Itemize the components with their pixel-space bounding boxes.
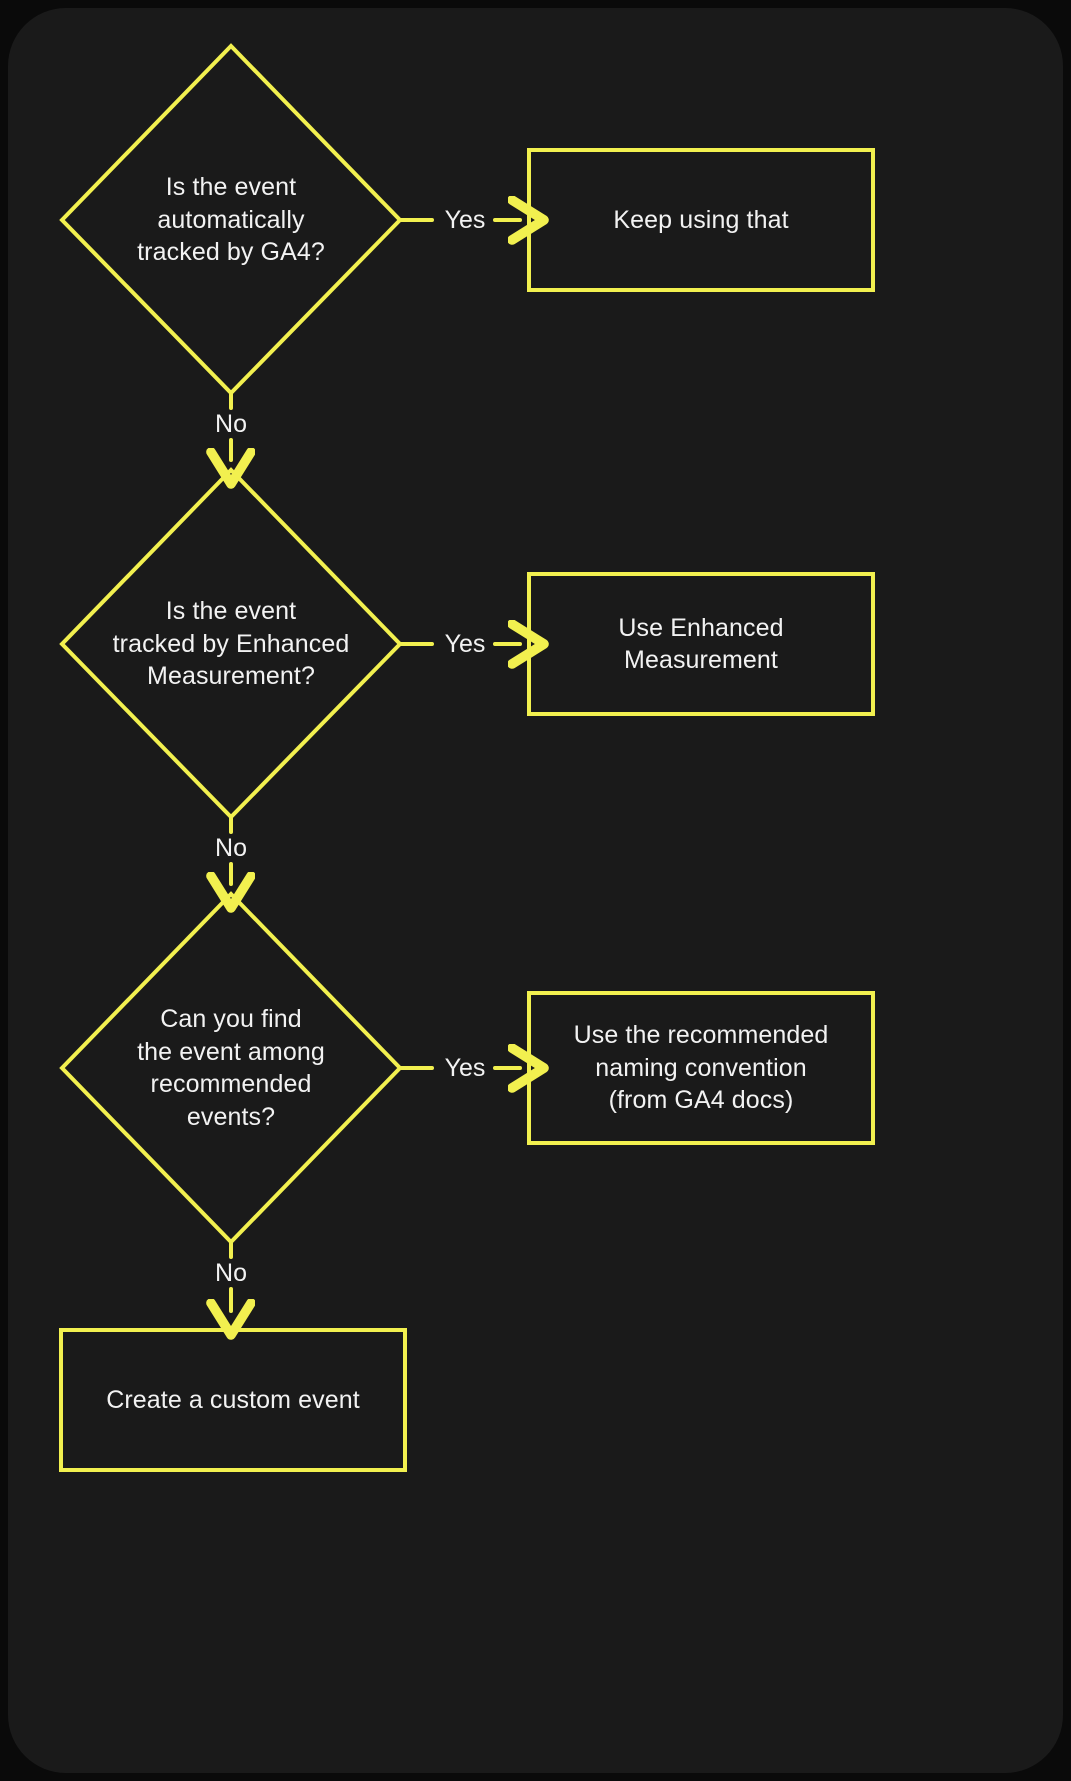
edge-no-1-label: No [215, 410, 247, 438]
edge-no-3-label: No [215, 1259, 247, 1287]
outcome-recommended-naming-shape[interactable] [527, 991, 875, 1145]
decision-recommended-events-shape[interactable] [59, 891, 403, 1245]
flowchart-card: Is the event automatically tracked by GA… [8, 8, 1063, 1773]
decision-enhanced-measurement-shape[interactable] [59, 467, 403, 820]
edge-yes-3-label: Yes [444, 1054, 486, 1082]
edge-no-2-label: No [215, 834, 247, 862]
edge-yes-1-label: Yes [444, 206, 486, 234]
flowchart-shapes-layer [59, 43, 875, 1472]
decision-auto-tracked-shape[interactable] [59, 43, 403, 396]
edge-yes-2-label: Yes [444, 630, 486, 658]
outcome-use-enhanced-measurement-shape[interactable] [527, 572, 875, 716]
outcome-create-custom-event-shape[interactable] [59, 1328, 407, 1472]
outcome-keep-using-that-shape[interactable] [527, 148, 875, 292]
